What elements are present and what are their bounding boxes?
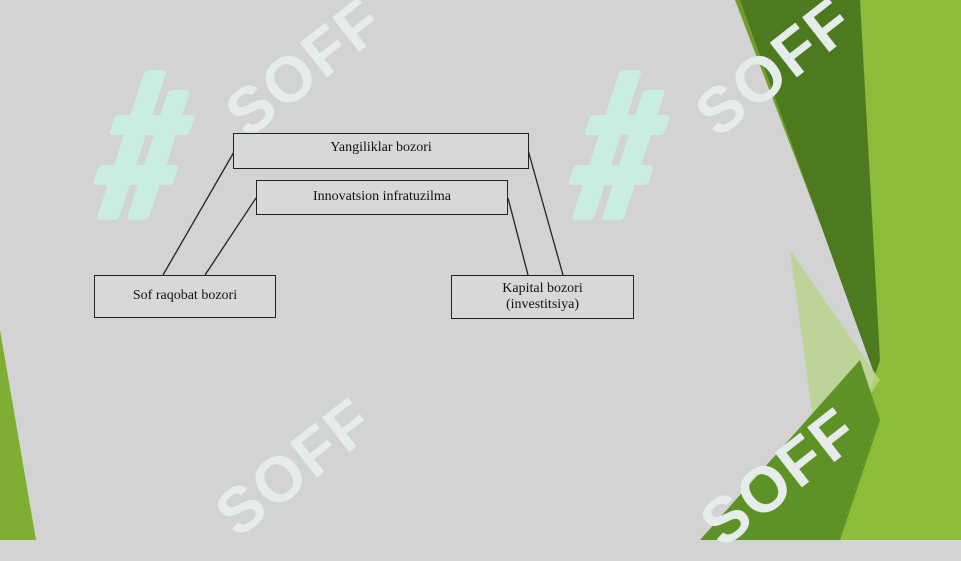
connector-sof-to-yangiliklar bbox=[162, 151, 235, 276]
box-kapital-label-line2: (investitsiya) bbox=[505, 297, 580, 312]
green-panel-bottom bbox=[700, 360, 880, 540]
green-panel-dark bbox=[740, 0, 905, 390]
box-kapital-bozori: Kapital bozori (investitsiya) bbox=[451, 275, 634, 319]
green-panel-light bbox=[820, 0, 961, 540]
green-panel-left bbox=[0, 330, 36, 540]
box-sof-label: Sof raqobat bozori bbox=[132, 288, 238, 304]
watermark-logo-1 bbox=[93, 70, 195, 220]
box-yangiliklar-bozori: Yangiliklar bozori bbox=[233, 133, 529, 169]
connector-sof-to-innovatsion bbox=[204, 197, 257, 276]
box-innovatsion-infratuzilma: Innovatsion infratuzilma bbox=[256, 180, 508, 215]
watermark-logo-2 bbox=[568, 70, 670, 220]
box-yangiliklar-label: Yangiliklar bozori bbox=[330, 140, 432, 155]
box-kapital-label-line1: Kapital bozori bbox=[502, 280, 583, 296]
slide-background bbox=[0, 0, 961, 540]
box-sof-raqobat-bozori: Sof raqobat bozori bbox=[94, 275, 276, 318]
connector-innovatsion-to-kapital bbox=[507, 197, 529, 276]
box-innovatsion-label: Innovatsion infratuzilma bbox=[312, 189, 452, 205]
connector-yangiliklar-to-kapital bbox=[527, 149, 564, 276]
